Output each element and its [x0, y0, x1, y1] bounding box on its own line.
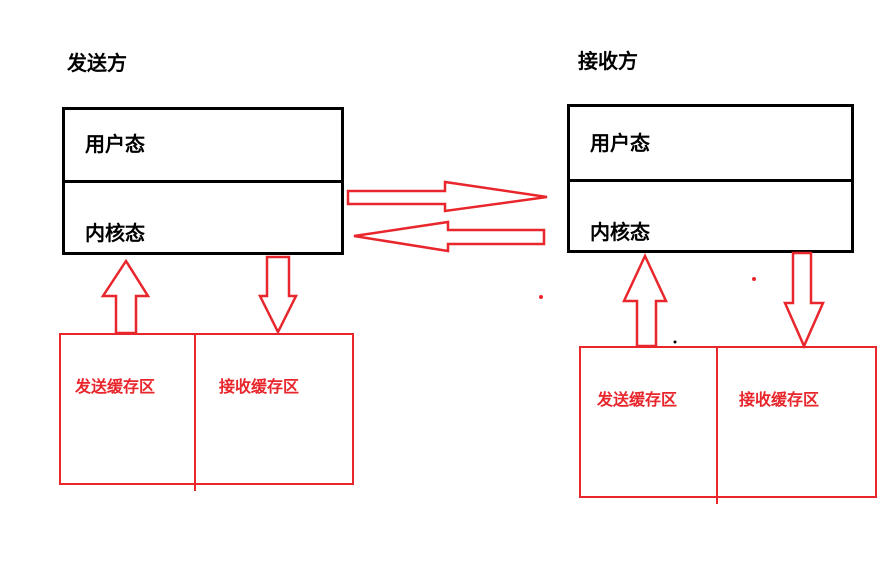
arrow-down-sender-recv-buffer	[257, 255, 299, 335]
receiver-send-buffer-label: 发送缓存区	[597, 390, 678, 409]
arrow-left-receiver-to-sender	[353, 220, 546, 253]
sender-send-buffer-label: 发送缓存区	[75, 377, 156, 396]
sender-kernel-mode-label: 内核态	[85, 221, 145, 245]
sender-user-mode-label: 用户态	[85, 132, 145, 156]
receiver-user-mode-label: 用户态	[590, 131, 650, 155]
sender-buffer-box: 发送缓存区 接收缓存区	[59, 333, 354, 491]
receiver-buffer-box: 发送缓存区 接收缓存区	[579, 346, 877, 504]
arrow-up-receiver-send-buffer	[622, 253, 668, 348]
sender-kernel-mode-box: 内核态	[62, 180, 344, 255]
sender-buffer-divider	[194, 333, 196, 491]
sender-title: 发送方	[67, 51, 127, 75]
arrow-down-receiver-recv-buffer	[783, 251, 825, 350]
stray-dot	[752, 277, 756, 281]
receiver-title: 接收方	[578, 49, 638, 73]
arrow-right-sender-to-receiver	[346, 180, 548, 213]
sender-recv-buffer-label: 接收缓存区	[219, 377, 300, 396]
receiver-buffer-divider	[716, 346, 718, 504]
receiver-recv-buffer-label: 接收缓存区	[739, 390, 820, 409]
receiver-kernel-mode-box: 内核态	[567, 179, 854, 253]
stray-dot	[673, 340, 677, 344]
stray-dot	[539, 295, 543, 299]
arrow-up-sender-send-buffer	[100, 258, 151, 335]
sender-user-mode-box: 用户态	[62, 107, 344, 183]
receiver-kernel-mode-label: 内核态	[590, 220, 650, 244]
